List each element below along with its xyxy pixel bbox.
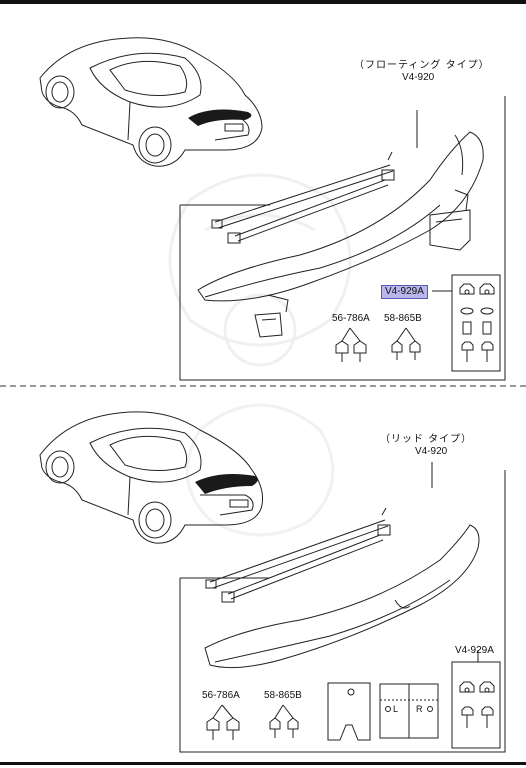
bottom-clip-b-callout[interactable]: 58-865B <box>264 690 302 701</box>
top-clip-a-callout[interactable]: 56-786A <box>332 313 370 324</box>
bottom-clip-a-callout[interactable]: 56-786A <box>202 690 240 701</box>
bottom-mounting-templates <box>327 682 439 741</box>
top-car-illustration <box>39 37 263 167</box>
top-frame <box>179 96 506 381</box>
bottom-stay-rods <box>205 507 391 603</box>
top-stay-rods <box>211 151 395 244</box>
top-hardware-box <box>451 274 501 372</box>
bottom-spoiler-part <box>204 524 480 669</box>
top-hardware-kit-callout[interactable]: V4-929A <box>381 285 428 299</box>
bottom-clips <box>206 704 299 740</box>
top-type-label: （フローティング タイプ） <box>354 60 490 71</box>
bottom-spoiler-on-car <box>195 474 258 494</box>
bottom-assembly-code[interactable]: V4-920 <box>415 446 448 457</box>
bottom-rule <box>0 762 526 765</box>
bottom-hardware-box <box>451 661 501 749</box>
top-spoiler-on-car <box>188 109 252 126</box>
top-clips <box>335 327 421 362</box>
top-brackets <box>254 189 471 338</box>
bottom-type-label: （リッド タイプ） <box>380 434 473 445</box>
top-rule <box>0 0 526 4</box>
bottom-frame <box>179 470 506 753</box>
bottom-car-illustration <box>39 411 263 544</box>
top-assembly-code[interactable]: V4-920 <box>402 72 435 83</box>
top-hardware-nuts <box>459 283 495 362</box>
bottom-hardware-nuts <box>459 681 495 728</box>
top-clip-b-callout[interactable]: 58-865B <box>384 313 422 324</box>
top-spoiler-part <box>197 131 484 302</box>
watermark-crest <box>168 173 352 537</box>
template-left-letter: L <box>393 704 399 714</box>
bottom-hardware-kit-callout[interactable]: V4-929A <box>455 645 494 656</box>
template-right-letter: R <box>416 704 423 714</box>
